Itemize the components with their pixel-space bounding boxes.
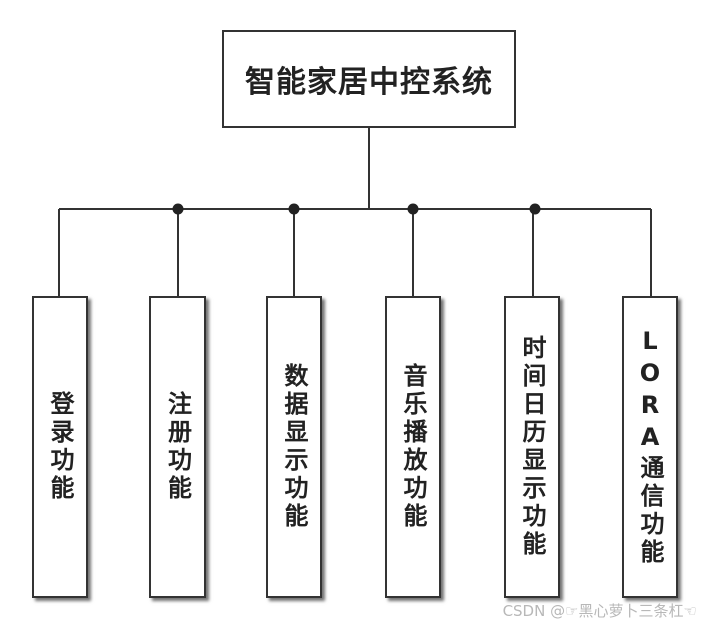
root-node: 智能家居中控系统 — [222, 30, 516, 128]
node-lora-comm: LORA通信功能 — [622, 296, 678, 598]
node-register: 注册功能 — [149, 296, 206, 598]
node-music-playback: 音乐播放功能 — [385, 296, 441, 598]
junction-dot — [407, 203, 419, 215]
node-label: 数据显示功能 — [280, 363, 308, 531]
node-label: LORA通信功能 — [636, 327, 664, 567]
node-label: 时间日历显示功能 — [518, 335, 546, 559]
junction-dot — [172, 203, 184, 215]
node-label: 登录功能 — [46, 391, 74, 503]
node-label: 注册功能 — [163, 391, 192, 503]
watermark: CSDN @☞黑心萝卜三条杠☜ — [502, 602, 697, 620]
junction-dot — [288, 203, 300, 215]
node-login: 登录功能 — [32, 296, 88, 598]
node-label: 音乐播放功能 — [399, 363, 427, 531]
node-data-display: 数据显示功能 — [266, 296, 322, 598]
junction-dot — [529, 203, 541, 215]
node-time-calendar: 时间日历显示功能 — [504, 296, 560, 598]
root-title: 智能家居中控系统 — [245, 65, 493, 100]
